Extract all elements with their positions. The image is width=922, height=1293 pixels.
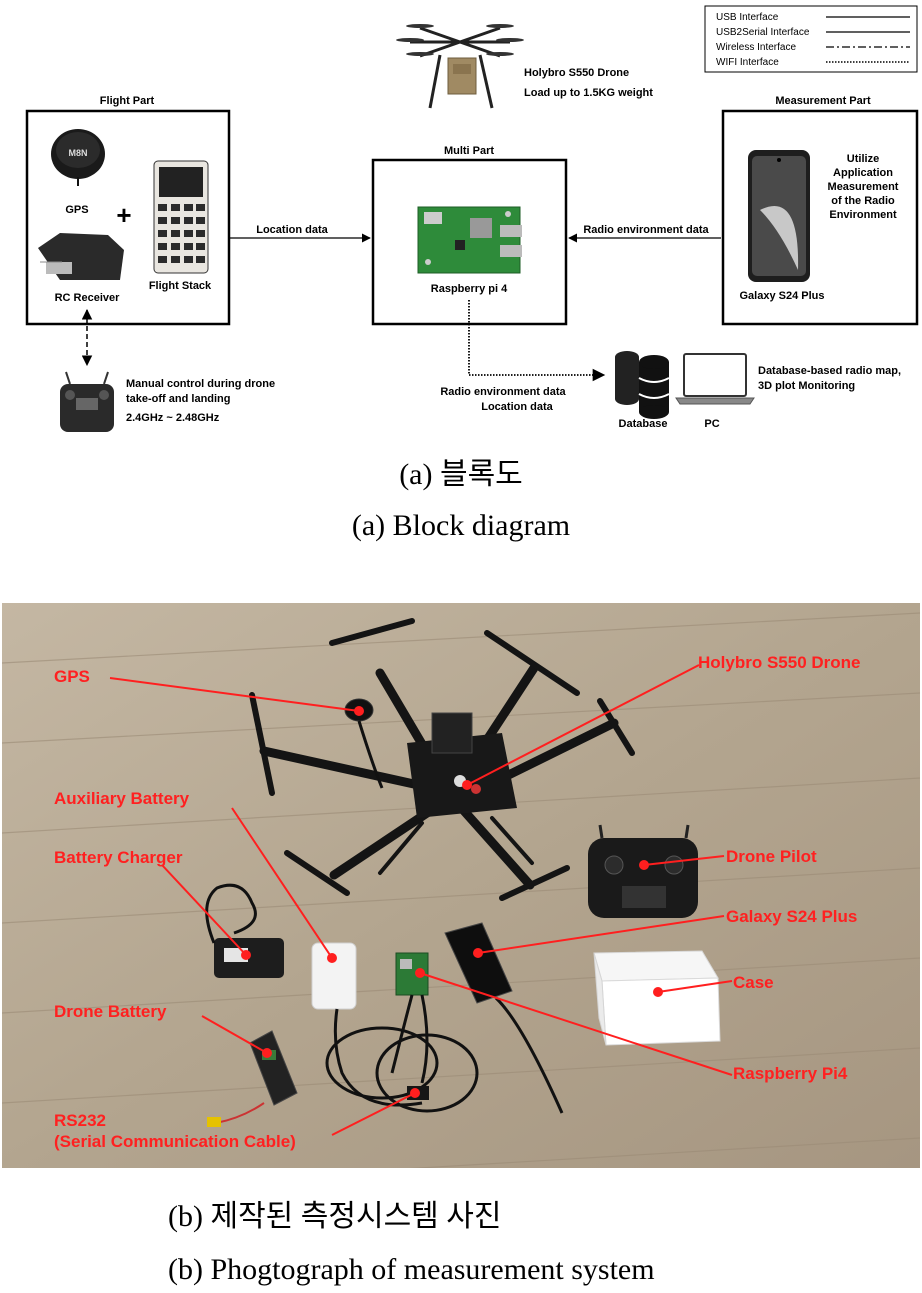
caption-a-korean: (a) 블록도 [399, 458, 523, 491]
measurement-photo: GPS Holybro S550 Drone Auxiliary Battery… [2, 603, 920, 1168]
storage-note2: 3D plot Monitoring [758, 380, 855, 392]
label-drone: Holybro S550 Drone [698, 653, 861, 672]
label-rs232: RS232 [54, 1111, 106, 1130]
utilize-line1: Utilize [847, 153, 879, 165]
gps-label: GPS [65, 204, 88, 216]
rc-receiver-label: RC Receiver [55, 292, 121, 304]
flight-part-title: Flight Part [100, 95, 155, 107]
legend-usb2serial: USB2Serial Interface [716, 27, 810, 38]
utilize-line5: Environment [829, 209, 897, 221]
caption-b-english: (b) Phogtograph of measurement system [168, 1253, 655, 1286]
raspberry-pi-icon [417, 206, 522, 274]
flight-stack-icon [153, 160, 209, 274]
label-aux-battery: Auxiliary Battery [54, 789, 190, 808]
photo-case [593, 950, 721, 1046]
label-gps: GPS [54, 667, 90, 686]
bottom-flow-line1: Radio environment data [440, 386, 566, 398]
database-label: Database [619, 418, 668, 430]
flight-part-box [25, 109, 231, 326]
label-rs232-desc: (Serial Communication Cable) [54, 1132, 296, 1151]
manual-line1: Manual control during drone [126, 378, 275, 390]
drone-icon [396, 24, 524, 109]
pc-label: PC [704, 418, 719, 430]
raspberry-label: Raspberry pi 4 [431, 283, 508, 295]
caption-b-korean: (b) 제작된 측정시스템 사진 [168, 1200, 502, 1233]
legend: USB Interface USB2Serial Interface Wirel… [704, 5, 918, 73]
photo-scene [2, 603, 920, 1168]
label-pilot: Drone Pilot [726, 847, 817, 866]
plus-sign: + [116, 200, 131, 230]
storage-note1: Database-based radio map, [758, 365, 901, 377]
legend-wireless: Wireless Interface [716, 42, 796, 53]
multi-part-title: Multi Part [444, 145, 494, 157]
manual-line3: 2.4GHz ~ 2.48GHz [126, 412, 220, 424]
label-galaxy: Galaxy S24 Plus [726, 907, 858, 926]
measurement-part-box [721, 109, 919, 326]
gps-icon: M8N [51, 129, 105, 186]
label-raspberry: Raspberry Pi4 [733, 1064, 848, 1083]
label-drone-battery: Drone Battery [54, 1002, 167, 1021]
rc-controller-icon [60, 371, 114, 432]
photo-phone [444, 922, 564, 1114]
flight-stack-label: Flight Stack [149, 280, 212, 292]
radio-label: Radio environment data [583, 224, 709, 236]
legend-wifi: WIFI Interface [716, 57, 779, 68]
rc-receiver-icon [38, 233, 124, 280]
pc-icon [675, 353, 755, 405]
legend-usb: USB Interface [716, 12, 779, 23]
location-label: Location data [256, 224, 328, 236]
label-case: Case [733, 973, 774, 992]
utilize-line3: Measurement [828, 181, 899, 193]
caption-a-english: (a) Block diagram [351, 509, 571, 542]
measurement-part-title: Measurement Part [775, 95, 871, 107]
block-diagram: USB Interface USB2Serial Interface Wirel… [25, 5, 919, 432]
phone-label: Galaxy S24 Plus [740, 290, 825, 302]
drone-top-line1: Holybro S550 Drone [524, 67, 629, 79]
photo-pilot [588, 824, 698, 918]
svg-text:M8N: M8N [68, 148, 87, 158]
manual-line2: take-off and landing [126, 393, 231, 405]
label-charger: Battery Charger [54, 848, 183, 867]
wifi-link [468, 300, 606, 382]
database-icon [615, 351, 670, 419]
phone-icon [748, 150, 810, 282]
bottom-flow-line2: Location data [481, 401, 553, 413]
photo-aux-battery [311, 942, 357, 1010]
drone-top-line2: Load up to 1.5KG weight [524, 87, 653, 99]
utilize-line2: Application [833, 167, 893, 179]
utilize-line4: of the Radio [831, 195, 895, 207]
